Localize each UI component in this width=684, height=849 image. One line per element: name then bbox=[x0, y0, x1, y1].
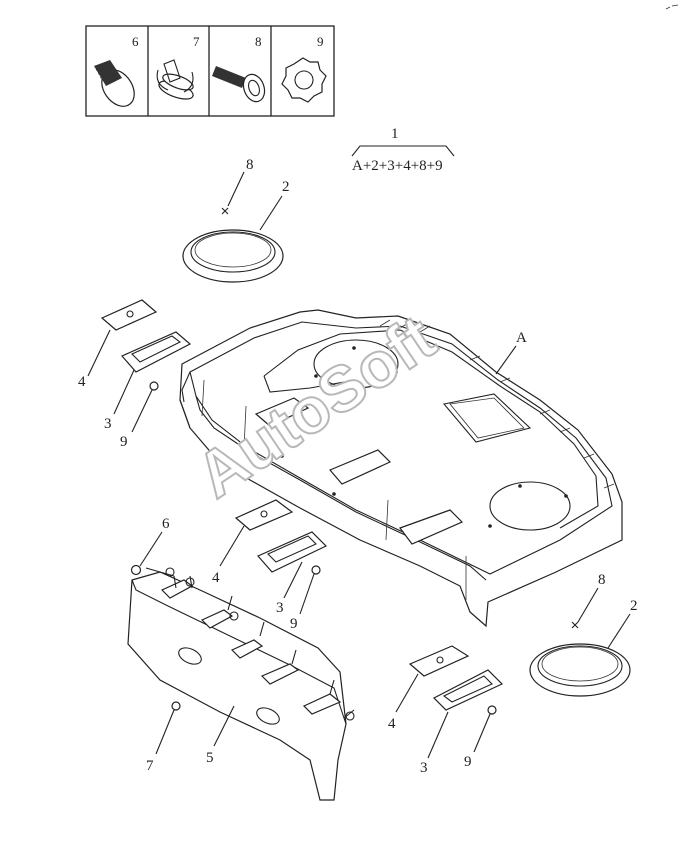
callout-8-lower: 8 bbox=[598, 572, 606, 588]
tapping-screw-icon bbox=[212, 66, 266, 103]
assembly-number: 1 bbox=[391, 126, 399, 142]
shelf-strap-1 bbox=[254, 397, 310, 427]
callout-3-upper: 3 bbox=[104, 416, 112, 432]
legend-number-7: 7 bbox=[193, 34, 200, 49]
center-recess-panel bbox=[442, 393, 532, 443]
callout-4-middle: 4 bbox=[212, 570, 220, 586]
fastener-legend-box: 6 7 8 9 bbox=[85, 25, 335, 117]
legend-number-6: 6 bbox=[132, 34, 139, 49]
callout-5: 5 bbox=[206, 750, 214, 766]
push-clip-fastener-icon bbox=[94, 60, 135, 107]
callout-A: A bbox=[516, 330, 527, 346]
callout-9-middle: 9 bbox=[290, 616, 298, 632]
callout-6: 6 bbox=[162, 516, 170, 532]
legend-number-8: 8 bbox=[255, 34, 262, 49]
rear-parcel-shelf bbox=[179, 309, 623, 628]
bezel-3-middle bbox=[257, 531, 328, 573]
panel-opening-left bbox=[178, 647, 202, 665]
callout-4-upper: 4 bbox=[78, 374, 86, 390]
bezel-3-upper bbox=[121, 331, 192, 373]
shelf-strap-3 bbox=[399, 509, 464, 545]
corner-mark bbox=[665, 4, 679, 10]
panel-opening-right bbox=[256, 707, 280, 725]
speaker-trim-ring-upper bbox=[182, 229, 284, 283]
callout-4-lower: 4 bbox=[388, 716, 396, 732]
trim-pad-4-lower bbox=[408, 645, 470, 677]
assembly-formula: A+2+3+4+8+9 bbox=[352, 158, 443, 174]
toothed-washer-icon bbox=[281, 57, 327, 103]
shelf-strap-2 bbox=[329, 449, 392, 485]
callout-2-lower: 2 bbox=[630, 598, 638, 614]
callout-3-middle: 3 bbox=[276, 600, 284, 616]
callout-2-upper: 2 bbox=[282, 179, 290, 195]
retainer-clip-icon bbox=[156, 59, 194, 100]
callout-7: 7 bbox=[146, 758, 154, 774]
speaker-hole-left bbox=[313, 339, 399, 389]
assembly-bracket bbox=[351, 145, 455, 157]
callout-9-lower: 9 bbox=[464, 754, 472, 770]
speaker-hole-right bbox=[489, 481, 571, 531]
callout-9-upper: 9 bbox=[120, 434, 128, 450]
legend-number-9: 9 bbox=[317, 34, 324, 49]
bezel-3-lower bbox=[432, 669, 504, 711]
trim-pad-4-upper bbox=[100, 299, 158, 331]
speaker-trim-ring-lower bbox=[529, 643, 631, 697]
rear-shelf-lower-panel bbox=[127, 567, 355, 801]
callout-8-upper: 8 bbox=[246, 157, 254, 173]
callout-3-lower: 3 bbox=[420, 760, 428, 776]
trim-pad-4-middle bbox=[234, 499, 294, 531]
